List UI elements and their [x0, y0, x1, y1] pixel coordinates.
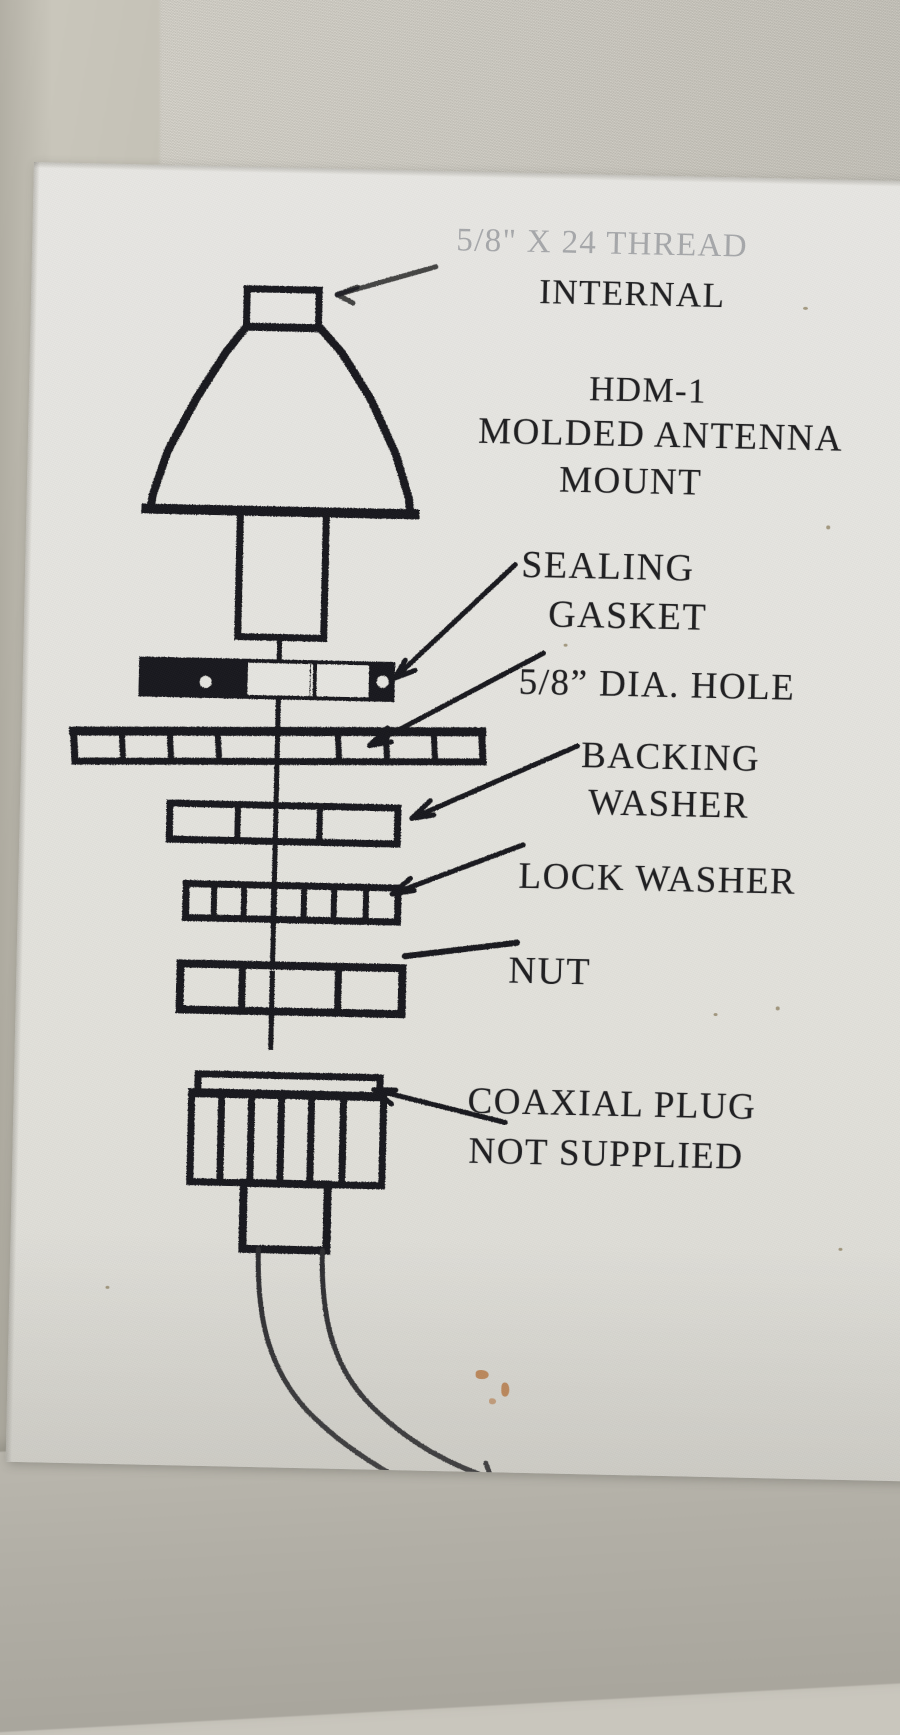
- label-backing-line1: BACKING: [580, 735, 761, 780]
- label-coax-line2: NOT SUPPLIED: [468, 1130, 744, 1178]
- part-threaded-stud: [242, 285, 323, 332]
- label-dia-hole: 5/8” DIA. HOLE: [518, 661, 796, 709]
- leader-backing: [409, 743, 580, 821]
- part-mounting-panel: [69, 726, 487, 766]
- label-internal: INTERNAL: [538, 272, 726, 316]
- leader-coax: [371, 1087, 508, 1126]
- label-gasket-line1: SEALING: [520, 543, 695, 590]
- label-thread: 5/8" X 24 THREAD: [456, 222, 749, 265]
- leader-hole: [366, 650, 546, 748]
- leader-lock: [389, 842, 526, 897]
- label-product-line2: MOUNT: [558, 459, 703, 504]
- part-coaxial-plug: [186, 1070, 388, 1255]
- label-gasket-line2: GASKET: [547, 593, 708, 639]
- assembly-diagram: [69, 264, 580, 1482]
- label-backing-line2: WASHER: [587, 782, 750, 827]
- leader-gasket: [392, 562, 518, 681]
- leader-nut: [401, 939, 521, 960]
- part-sealing-gasket: [138, 656, 396, 702]
- leader-lines: [334, 264, 580, 1126]
- part-molded-dome: [141, 322, 420, 520]
- label-lock-washer: LOCK WASHER: [518, 855, 797, 903]
- leader-thread: [334, 264, 439, 298]
- part-lock-washer: [181, 879, 402, 926]
- label-nut: NUT: [508, 949, 592, 994]
- instruction-sheet: 5/8" X 24 THREAD INTERNAL HDM-1 MOLDED A…: [5, 162, 900, 1482]
- paper-bottom-shading: [5, 1231, 900, 1482]
- label-model: HDM-1: [588, 369, 708, 411]
- instruction-sheet-wrapper: 5/8" X 24 THREAD INTERNAL HDM-1 MOLDED A…: [5, 162, 900, 1482]
- part-mount-shank: [234, 509, 330, 643]
- label-product-line1: MOLDED ANTENNA: [477, 410, 844, 460]
- part-hex-nut: [175, 959, 407, 1019]
- part-backing-washer: [165, 799, 402, 848]
- label-coax-line1: COAXIAL PLUG: [467, 1080, 757, 1128]
